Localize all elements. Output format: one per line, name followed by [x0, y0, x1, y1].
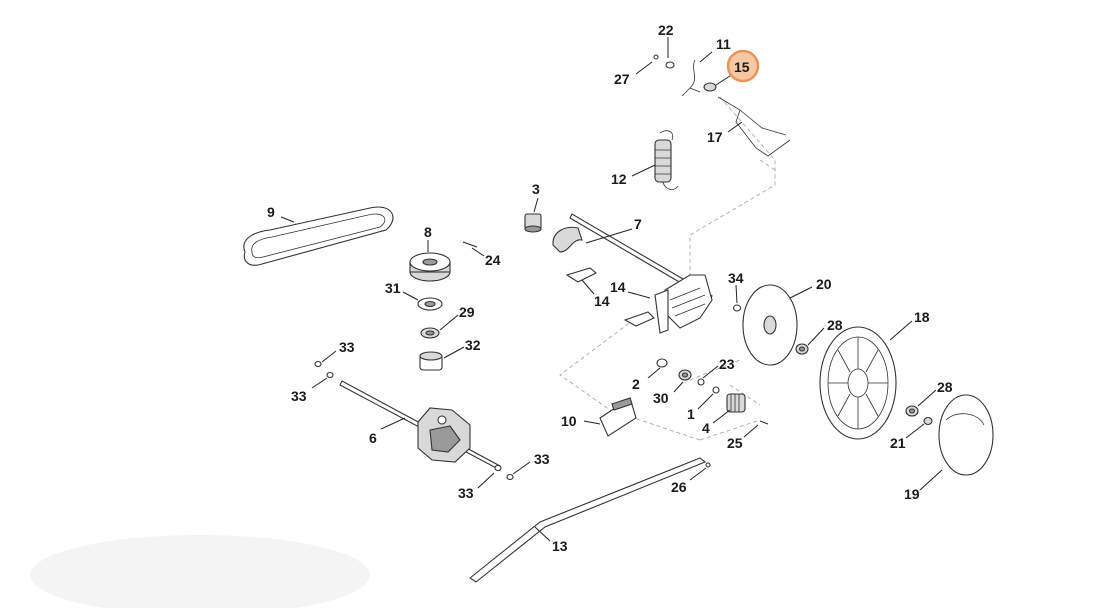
nut-21-part [923, 416, 933, 426]
label-part-12[interactable]: 12 [611, 171, 627, 187]
label-part-7[interactable]: 7 [634, 216, 642, 232]
label-part-31[interactable]: 31 [385, 280, 401, 296]
clip-14a-part [565, 267, 597, 283]
label-part-9[interactable]: 9 [267, 204, 275, 220]
label-part-33a[interactable]: 33 [339, 339, 355, 355]
leader-lines [280, 37, 943, 542]
shaft-lever-part [552, 213, 713, 334]
fasteners-33 [314, 360, 514, 481]
label-part-25[interactable]: 25 [727, 435, 743, 451]
label-part-14b[interactable]: 14 [594, 293, 610, 309]
label-part-13[interactable]: 13 [552, 538, 568, 554]
washer-22-part [665, 61, 675, 69]
label-part-15[interactable]: 15 [734, 59, 750, 75]
pin-part [462, 241, 478, 248]
pinion-part [726, 393, 746, 413]
collar-part [524, 213, 542, 233]
background-shadow [30, 535, 370, 608]
label-part-20[interactable]: 20 [816, 276, 832, 292]
highlight-ring-15 [726, 49, 760, 83]
label-part-18[interactable]: 18 [914, 309, 930, 325]
label-part-2[interactable]: 2 [632, 376, 640, 392]
label-part-22[interactable]: 22 [658, 22, 674, 38]
hubcap-20-part [742, 284, 798, 366]
washer-2-part [656, 358, 668, 368]
bearing-30-part [678, 369, 692, 381]
bearing-29-part [420, 327, 440, 339]
wheel-part [819, 326, 897, 440]
label-part-24[interactable]: 24 [485, 252, 501, 268]
spring-clip-11-part [681, 59, 701, 97]
label-part-30[interactable]: 30 [653, 390, 669, 406]
label-part-27[interactable]: 27 [614, 71, 630, 87]
label-part-4[interactable]: 4 [702, 420, 710, 436]
label-part-33c[interactable]: 33 [534, 451, 550, 467]
bearing-28a-part [795, 343, 809, 355]
handle-part [469, 457, 707, 583]
label-part-28a[interactable]: 28 [827, 317, 843, 333]
pulley-part [409, 252, 451, 282]
label-part-28b[interactable]: 28 [937, 379, 953, 395]
label-part-23[interactable]: 23 [719, 356, 735, 372]
gearbox-part [339, 380, 501, 471]
belt-part [243, 206, 394, 266]
part-labels: 22 11 27 15 17 12 3 7 9 8 24 31 29 32 33… [267, 22, 953, 554]
ring-1-part [712, 386, 720, 394]
label-part-21[interactable]: 21 [890, 435, 906, 451]
spring-part [654, 130, 679, 190]
label-part-33d[interactable]: 33 [458, 485, 474, 501]
screw-25-part [759, 420, 769, 425]
label-part-10[interactable]: 10 [561, 413, 577, 429]
label-part-26[interactable]: 26 [671, 479, 687, 495]
bearing-28b-part [905, 405, 919, 417]
hubcap-19-part [938, 394, 994, 476]
wire-lever-part [717, 96, 791, 157]
label-part-1[interactable]: 1 [687, 406, 695, 422]
clip-14b-part [623, 311, 655, 327]
label-part-32[interactable]: 32 [465, 337, 481, 353]
label-part-29[interactable]: 29 [459, 304, 475, 320]
bolt-15-part [703, 82, 717, 92]
washer-31-part [417, 297, 443, 311]
label-part-33b[interactable]: 33 [291, 388, 307, 404]
label-part-14a[interactable]: 14 [610, 279, 626, 295]
label-part-34[interactable]: 34 [728, 270, 744, 286]
washer-34-part [732, 304, 742, 312]
assembly-guide-lines [559, 96, 776, 441]
pin-26-part [705, 462, 711, 468]
label-part-6[interactable]: 6 [369, 430, 377, 446]
ring-23-part [697, 378, 705, 386]
label-part-19[interactable]: 19 [904, 486, 920, 502]
cover-plate-part [599, 397, 637, 437]
label-part-17[interactable]: 17 [707, 129, 723, 145]
pin-27-part [653, 54, 659, 60]
label-part-8[interactable]: 8 [424, 224, 432, 240]
bushing-part [419, 351, 443, 371]
label-part-11[interactable]: 11 [716, 36, 731, 52]
label-part-3[interactable]: 3 [532, 181, 540, 197]
